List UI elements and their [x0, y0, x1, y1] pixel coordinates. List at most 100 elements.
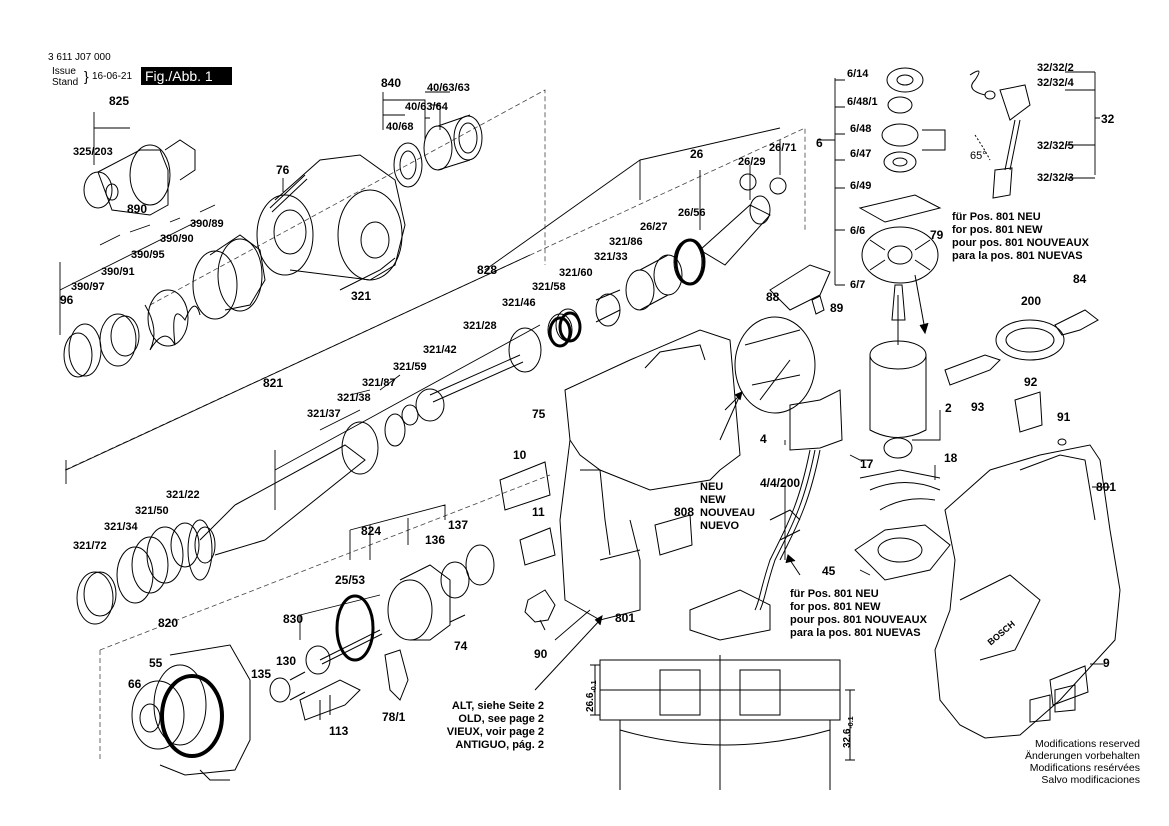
label-32-32-2: 32/32/2	[1037, 62, 1074, 74]
label-321-59: 321/59	[393, 361, 427, 373]
label-824: 824	[361, 524, 382, 538]
dimension-26-6: 26.6-0.1	[585, 680, 598, 712]
label-26-56: 26/56	[678, 207, 706, 219]
label-26-27: 26/27	[640, 221, 668, 233]
label-200: 200	[1021, 294, 1042, 308]
label-78-1: 78/1	[382, 710, 406, 724]
note-new-housing-line: NEW	[700, 494, 726, 506]
label-40-68: 40/68	[386, 121, 414, 133]
label-840: 840	[381, 76, 402, 90]
label-321-34: 321/34	[104, 521, 138, 533]
label-32-32-5: 32/32/5	[1037, 140, 1074, 152]
label-55: 55	[149, 656, 163, 670]
label-26: 26	[690, 147, 704, 161]
motor-2	[869, 295, 927, 459]
rings-890	[63, 234, 266, 378]
label-321-58: 321/58	[532, 281, 566, 293]
label-74: 74	[454, 639, 468, 653]
label-321-38: 321/38	[337, 392, 371, 404]
label-66: 66	[128, 677, 142, 691]
label-75: 75	[532, 407, 546, 421]
label-4: 4	[760, 432, 767, 446]
label-390-89: 390/89	[190, 218, 224, 230]
label-321-42: 321/42	[423, 344, 457, 356]
label-6-48: 6/48	[850, 123, 872, 135]
label-390-90: 390/90	[160, 233, 194, 245]
label-321-87: 321/87	[362, 377, 396, 389]
detail-circle	[734, 316, 816, 414]
label-321-46: 321/46	[502, 297, 536, 309]
label-6-6: 6/6	[850, 225, 866, 237]
note-old-line: ANTIGUO, pág. 2	[455, 739, 544, 751]
label-6-48-1: 6/48/1	[847, 96, 878, 108]
label-6-7: 6/7	[850, 279, 866, 291]
label-135: 135	[251, 667, 272, 681]
label-2: 2	[945, 401, 952, 415]
label-390-97: 390/97	[71, 281, 105, 293]
label-32-32-3: 32/32/3	[1037, 172, 1074, 184]
dimension-32-6: 32.6-0.1	[842, 716, 855, 748]
label-801-center: 801	[615, 611, 636, 625]
label-84: 84	[1073, 272, 1087, 286]
note-new-wiring-line: for pos. 801 NEW	[790, 601, 881, 613]
label-136: 136	[425, 533, 446, 547]
base-820	[131, 644, 251, 781]
label-88: 88	[766, 290, 780, 304]
housing-801-center	[559, 329, 741, 621]
dimension-tolerance: -0.1	[591, 680, 598, 693]
label-321-86: 321/86	[609, 236, 643, 248]
note-old-line: OLD, see page 2	[458, 713, 544, 725]
label-96: 96	[60, 293, 74, 307]
chuck-825	[83, 139, 196, 216]
note-new-wiring: für Pos. 801 NEU for pos. 801 NEW pour p…	[790, 588, 927, 640]
label-820: 820	[158, 616, 179, 630]
label-plate-808	[654, 514, 693, 556]
note-new-housing-line: NEU	[700, 481, 724, 493]
label-4-4-200: 4/4/200	[760, 476, 801, 490]
label-321: 321	[351, 289, 372, 303]
label-390-95: 390/95	[131, 249, 165, 261]
label-92: 92	[1024, 375, 1038, 389]
modifications-line: Änderungen vorbehalten	[1024, 750, 1140, 762]
label-113: 113	[329, 724, 349, 738]
note-new-motor-line: for pos. 801 NEW	[952, 224, 1043, 236]
label-821: 821	[263, 376, 284, 390]
note-old-line: VIEUX, voir page 2	[446, 726, 544, 738]
label-10: 10	[513, 448, 527, 462]
board-4-4-200	[689, 589, 771, 641]
housing-801-right	[934, 444, 1121, 739]
label-45: 45	[822, 564, 836, 578]
figure-tag: Fig./Abb. 1	[141, 67, 232, 85]
note-new-housing-line: NUEVO	[700, 520, 740, 532]
bracket-glyph: }	[84, 68, 89, 84]
label-11: 11	[532, 505, 545, 519]
label-825: 825	[109, 94, 130, 108]
springs-321	[76, 519, 213, 625]
label-137: 137	[448, 518, 469, 532]
label-830: 830	[283, 612, 304, 626]
label-6-47: 6/47	[850, 148, 872, 160]
label-89: 89	[830, 301, 844, 315]
label-321-33: 321/33	[594, 251, 628, 263]
label-40-63-63: 40/63/63	[427, 82, 470, 94]
label-32-32-4: 32/32/4	[1037, 77, 1074, 89]
label-321-50: 321/50	[135, 505, 169, 517]
gear-housing-840	[256, 154, 406, 291]
label-25-53: 25/53	[335, 573, 366, 587]
spindle-828	[401, 173, 787, 426]
label-plate-9	[1049, 665, 1089, 706]
modifications-line: Modifications resérvées	[1029, 762, 1140, 774]
label-321-60: 321/60	[559, 267, 593, 279]
label-32: 32	[1101, 112, 1115, 126]
label-808: 808	[674, 505, 695, 519]
label-828: 828	[477, 263, 498, 277]
label-6-49: 6/49	[850, 180, 872, 192]
note-new-motor-line: pour pos. 801 NOUVEAUX	[952, 237, 1089, 249]
label-6: 6	[816, 136, 823, 150]
dimension-value: 26.6	[585, 692, 596, 712]
note-old-line: ALT, siehe Seite 2	[451, 700, 544, 712]
modifications-notice: Modifications reserved Änderungen vorbeh…	[990, 738, 1140, 786]
dimension-value: 32.6	[842, 728, 853, 748]
